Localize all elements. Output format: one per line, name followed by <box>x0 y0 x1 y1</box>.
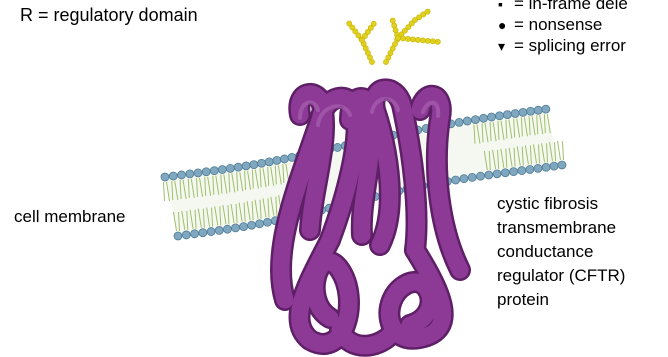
lipid-head <box>265 158 273 166</box>
lipid-head <box>161 173 169 181</box>
lipid-head <box>503 111 511 119</box>
lipid-head <box>202 168 210 176</box>
lipid-head <box>519 108 527 116</box>
lipid-head <box>226 164 234 172</box>
lipid-head <box>242 162 250 170</box>
lipid-head <box>207 228 215 236</box>
lipid-head <box>510 168 518 176</box>
sugar-bead <box>435 39 440 44</box>
lipid-head <box>511 109 519 117</box>
lipid-head <box>210 167 218 175</box>
lipid-head <box>178 171 186 179</box>
lipid-head <box>169 172 177 180</box>
sugar-bead <box>405 36 410 41</box>
lipid-head <box>558 161 566 169</box>
lipid-head <box>488 113 496 121</box>
lipid-head <box>493 170 501 178</box>
sugar-bead <box>392 23 397 28</box>
lipid-head <box>191 230 199 238</box>
lipid-head <box>452 176 460 184</box>
lipid-head <box>501 169 509 177</box>
lipid-head <box>280 155 288 163</box>
sugar-bead <box>425 38 430 43</box>
lipid-tail <box>562 141 563 160</box>
lipid-head <box>526 165 534 173</box>
sugar-bead <box>347 21 352 26</box>
lipid-head <box>199 229 207 237</box>
lipid-head <box>218 166 226 174</box>
sugar-bead <box>371 21 376 26</box>
sugar-bead <box>390 18 395 23</box>
lipid-head <box>182 231 190 239</box>
sugar-bead <box>425 9 430 14</box>
lipid-head <box>463 117 471 125</box>
lipid-head <box>550 162 558 170</box>
lipid-head <box>223 225 231 233</box>
sugar-bead <box>430 39 435 44</box>
lipid-head <box>480 114 488 122</box>
sugar-bead <box>400 36 405 41</box>
cftr-protein <box>281 89 460 345</box>
lipid-head <box>534 106 542 114</box>
lipid-head <box>477 172 485 180</box>
lipid-head <box>234 163 242 171</box>
lipid-head <box>250 161 258 169</box>
lipid-head <box>455 118 463 126</box>
lipid-head <box>527 107 535 115</box>
lipid-head <box>240 223 248 231</box>
lipid-head <box>534 164 542 172</box>
sugar-bead <box>393 28 398 33</box>
lipid-head <box>186 170 194 178</box>
lipid-head <box>542 163 550 171</box>
lipid-head <box>273 156 281 164</box>
lipid-head <box>263 218 271 226</box>
lipid-head <box>248 221 256 229</box>
sugar-bead <box>415 37 420 42</box>
sugar-bead <box>410 37 415 42</box>
lipid-head <box>215 226 223 234</box>
lipid-head <box>542 105 550 113</box>
lipid-head <box>258 159 266 167</box>
lipid-head <box>460 175 468 183</box>
lipid-head <box>256 220 264 228</box>
glycosylation-chains <box>347 9 441 65</box>
sugar-bead <box>395 35 400 40</box>
lipid-head <box>334 143 342 151</box>
sugar-bead <box>420 38 425 43</box>
lipid-head <box>468 173 476 181</box>
lipid-head <box>232 224 240 232</box>
lipid-head <box>518 167 526 175</box>
lipid-head <box>471 116 479 124</box>
lipid-head <box>174 232 182 240</box>
lipid-tail <box>164 182 165 201</box>
lipid-head <box>495 112 503 120</box>
lipid-head <box>485 171 493 179</box>
lipid-head <box>194 169 202 177</box>
